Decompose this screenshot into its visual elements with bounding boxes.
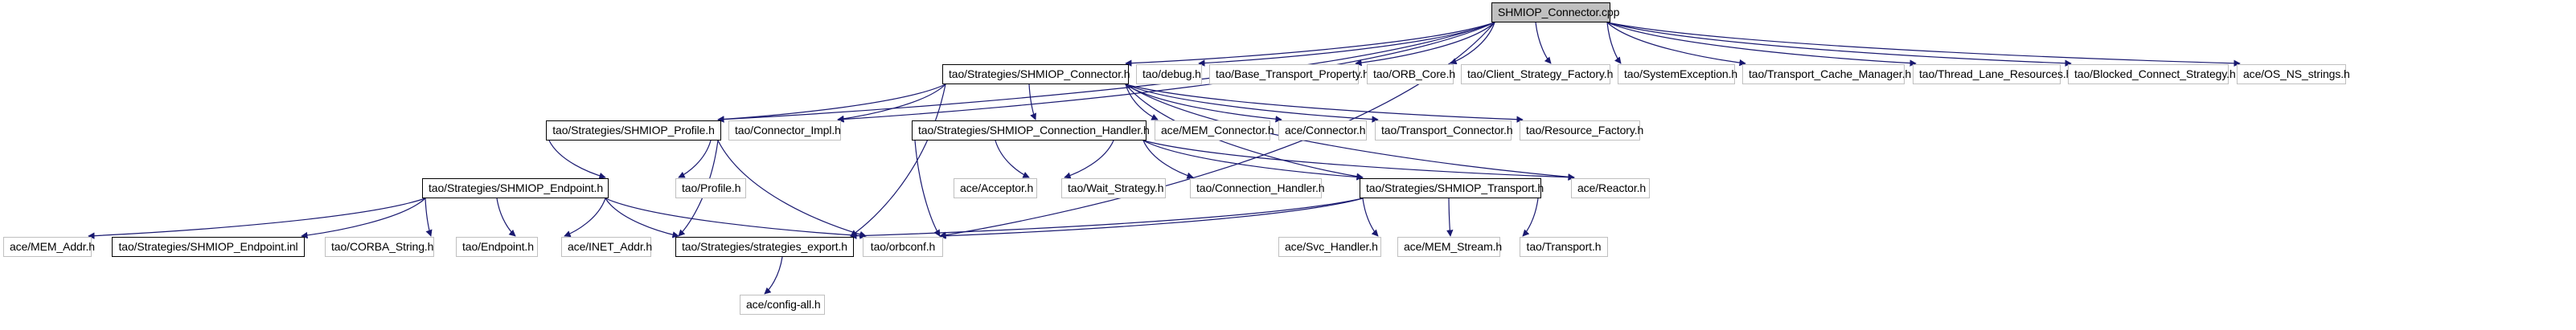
graph-edge: [939, 198, 1364, 239]
graph-edge: [1606, 22, 2072, 67]
graph-node-n5[interactable]: tao/Client_Strategy_Factory.h: [1461, 64, 1613, 84]
graph-node-n23[interactable]: tao/Strategies/SHMIOP_Transport.h: [1360, 178, 1544, 198]
graph-node-n33[interactable]: ace/MEM_Stream.h: [1397, 237, 1502, 257]
graph-edge: [850, 198, 1364, 239]
graph-edge: [496, 198, 516, 237]
graph-edge: [1125, 84, 1379, 123]
graph-edge: [764, 256, 783, 295]
graph-edge: [1028, 84, 1036, 120]
graph-edge: [1142, 140, 1364, 181]
graph-node-n17[interactable]: tao/Resource_Factory.h: [1520, 120, 1643, 141]
graph-edge: [605, 198, 867, 239]
graph-edge: [678, 140, 712, 178]
graph-node-n24[interactable]: ace/Reactor.h: [1571, 178, 1650, 198]
graph-node-n26[interactable]: tao/Strategies/SHMIOP_Endpoint.inl: [112, 237, 305, 257]
graph-node-n20[interactable]: ace/Acceptor.h: [954, 178, 1037, 198]
graph-edge: [1606, 22, 1622, 64]
graph-node-n7[interactable]: tao/Transport_Cache_Manager.h: [1742, 64, 1911, 84]
graph-node-n28[interactable]: tao/Endpoint.h: [456, 237, 538, 257]
graph-edge: [717, 84, 946, 123]
graph-edge: [425, 198, 433, 237]
graph-node-n8[interactable]: tao/Thread_Lane_Resources.h: [1913, 64, 2072, 84]
graph-node-n32[interactable]: ace/Svc_Handler.h: [1278, 237, 1381, 257]
graph-edge: [1606, 22, 2241, 67]
graph-node-n34[interactable]: tao/Transport.h: [1520, 237, 1608, 257]
graph-edge: [995, 140, 1030, 178]
graph-edge: [1606, 22, 1917, 67]
graph-node-n4[interactable]: tao/ORB_Core.h: [1367, 64, 1455, 84]
graph-edge: [1125, 22, 1495, 67]
graph-edge: [1606, 22, 1746, 67]
graph-edge: [1355, 22, 1495, 67]
graph-edge: [1125, 84, 1282, 123]
graph-edge: [605, 198, 679, 238]
graph-edge: [1125, 84, 1524, 123]
graph-edge: [564, 198, 606, 238]
graph-edge: [1522, 198, 1539, 237]
graph-edge: [1125, 84, 1159, 120]
graph-edge: [1535, 22, 1552, 64]
graph-node-n18[interactable]: tao/Strategies/SHMIOP_Endpoint.h: [422, 178, 609, 198]
graph-edge: [1362, 198, 1379, 237]
graph-node-n16[interactable]: tao/Transport_Connector.h: [1375, 120, 1513, 141]
graph-node-n15[interactable]: ace/Connector.h: [1278, 120, 1367, 141]
graph-node-n31[interactable]: tao/orbconf.h: [863, 237, 943, 257]
graph-node-n25[interactable]: ace/MEM_Addr.h: [3, 237, 95, 257]
graph-node-n14[interactable]: ace/MEM_Connector.h: [1155, 120, 1274, 141]
graph-node-n3[interactable]: tao/Base_Transport_Property.h: [1209, 64, 1369, 84]
graph-node-n13[interactable]: tao/Strategies/SHMIOP_Connection_Handler…: [912, 120, 1150, 141]
graph-node-n0[interactable]: SHMIOP_Connector.cpp: [1491, 2, 1619, 22]
graph-node-n27[interactable]: tao/CORBA_String.h: [325, 237, 434, 257]
graph-edge: [1142, 140, 1194, 179]
graph-node-n1[interactable]: tao/Strategies/SHMIOP_Connector.h: [942, 64, 1130, 84]
graph-node-n9[interactable]: tao/Blocked_Connect_Strategy.h: [2068, 64, 2236, 84]
graph-node-n10[interactable]: ace/OS_NS_strings.h: [2237, 64, 2350, 84]
graph-edge: [914, 140, 941, 237]
graph-node-n12[interactable]: tao/Connector_Impl.h: [728, 120, 841, 141]
graph-edge: [88, 198, 426, 239]
graph-node-n30[interactable]: tao/Strategies/strategies_export.h: [675, 237, 854, 257]
graph-node-n29[interactable]: ace/INET_Addr.h: [561, 237, 652, 257]
graph-edge: [1446, 198, 1454, 237]
graph-edge: [1064, 140, 1114, 179]
graph-edge: [850, 84, 946, 237]
graph-edge: [301, 198, 426, 239]
graph-node-n6[interactable]: tao/SystemException.h: [1618, 64, 1737, 84]
graph-edge: [837, 84, 946, 123]
graph-node-n2[interactable]: tao/debug.h: [1136, 64, 1202, 84]
graph-node-n22[interactable]: tao/Connection_Handler.h: [1190, 178, 1325, 198]
graph-node-n19[interactable]: tao/Profile.h: [675, 178, 746, 198]
graph-edge: [548, 140, 606, 179]
graph-node-n21[interactable]: tao/Wait_Strategy.h: [1061, 178, 1166, 198]
graph-node-n11[interactable]: tao/Strategies/SHMIOP_Profile.h: [546, 120, 721, 141]
graph-node-n35[interactable]: ace/config-all.h: [740, 295, 825, 315]
graph-edge: [1142, 140, 1575, 181]
graph-edge: [1198, 22, 1495, 67]
graph-edge: [1450, 22, 1495, 65]
